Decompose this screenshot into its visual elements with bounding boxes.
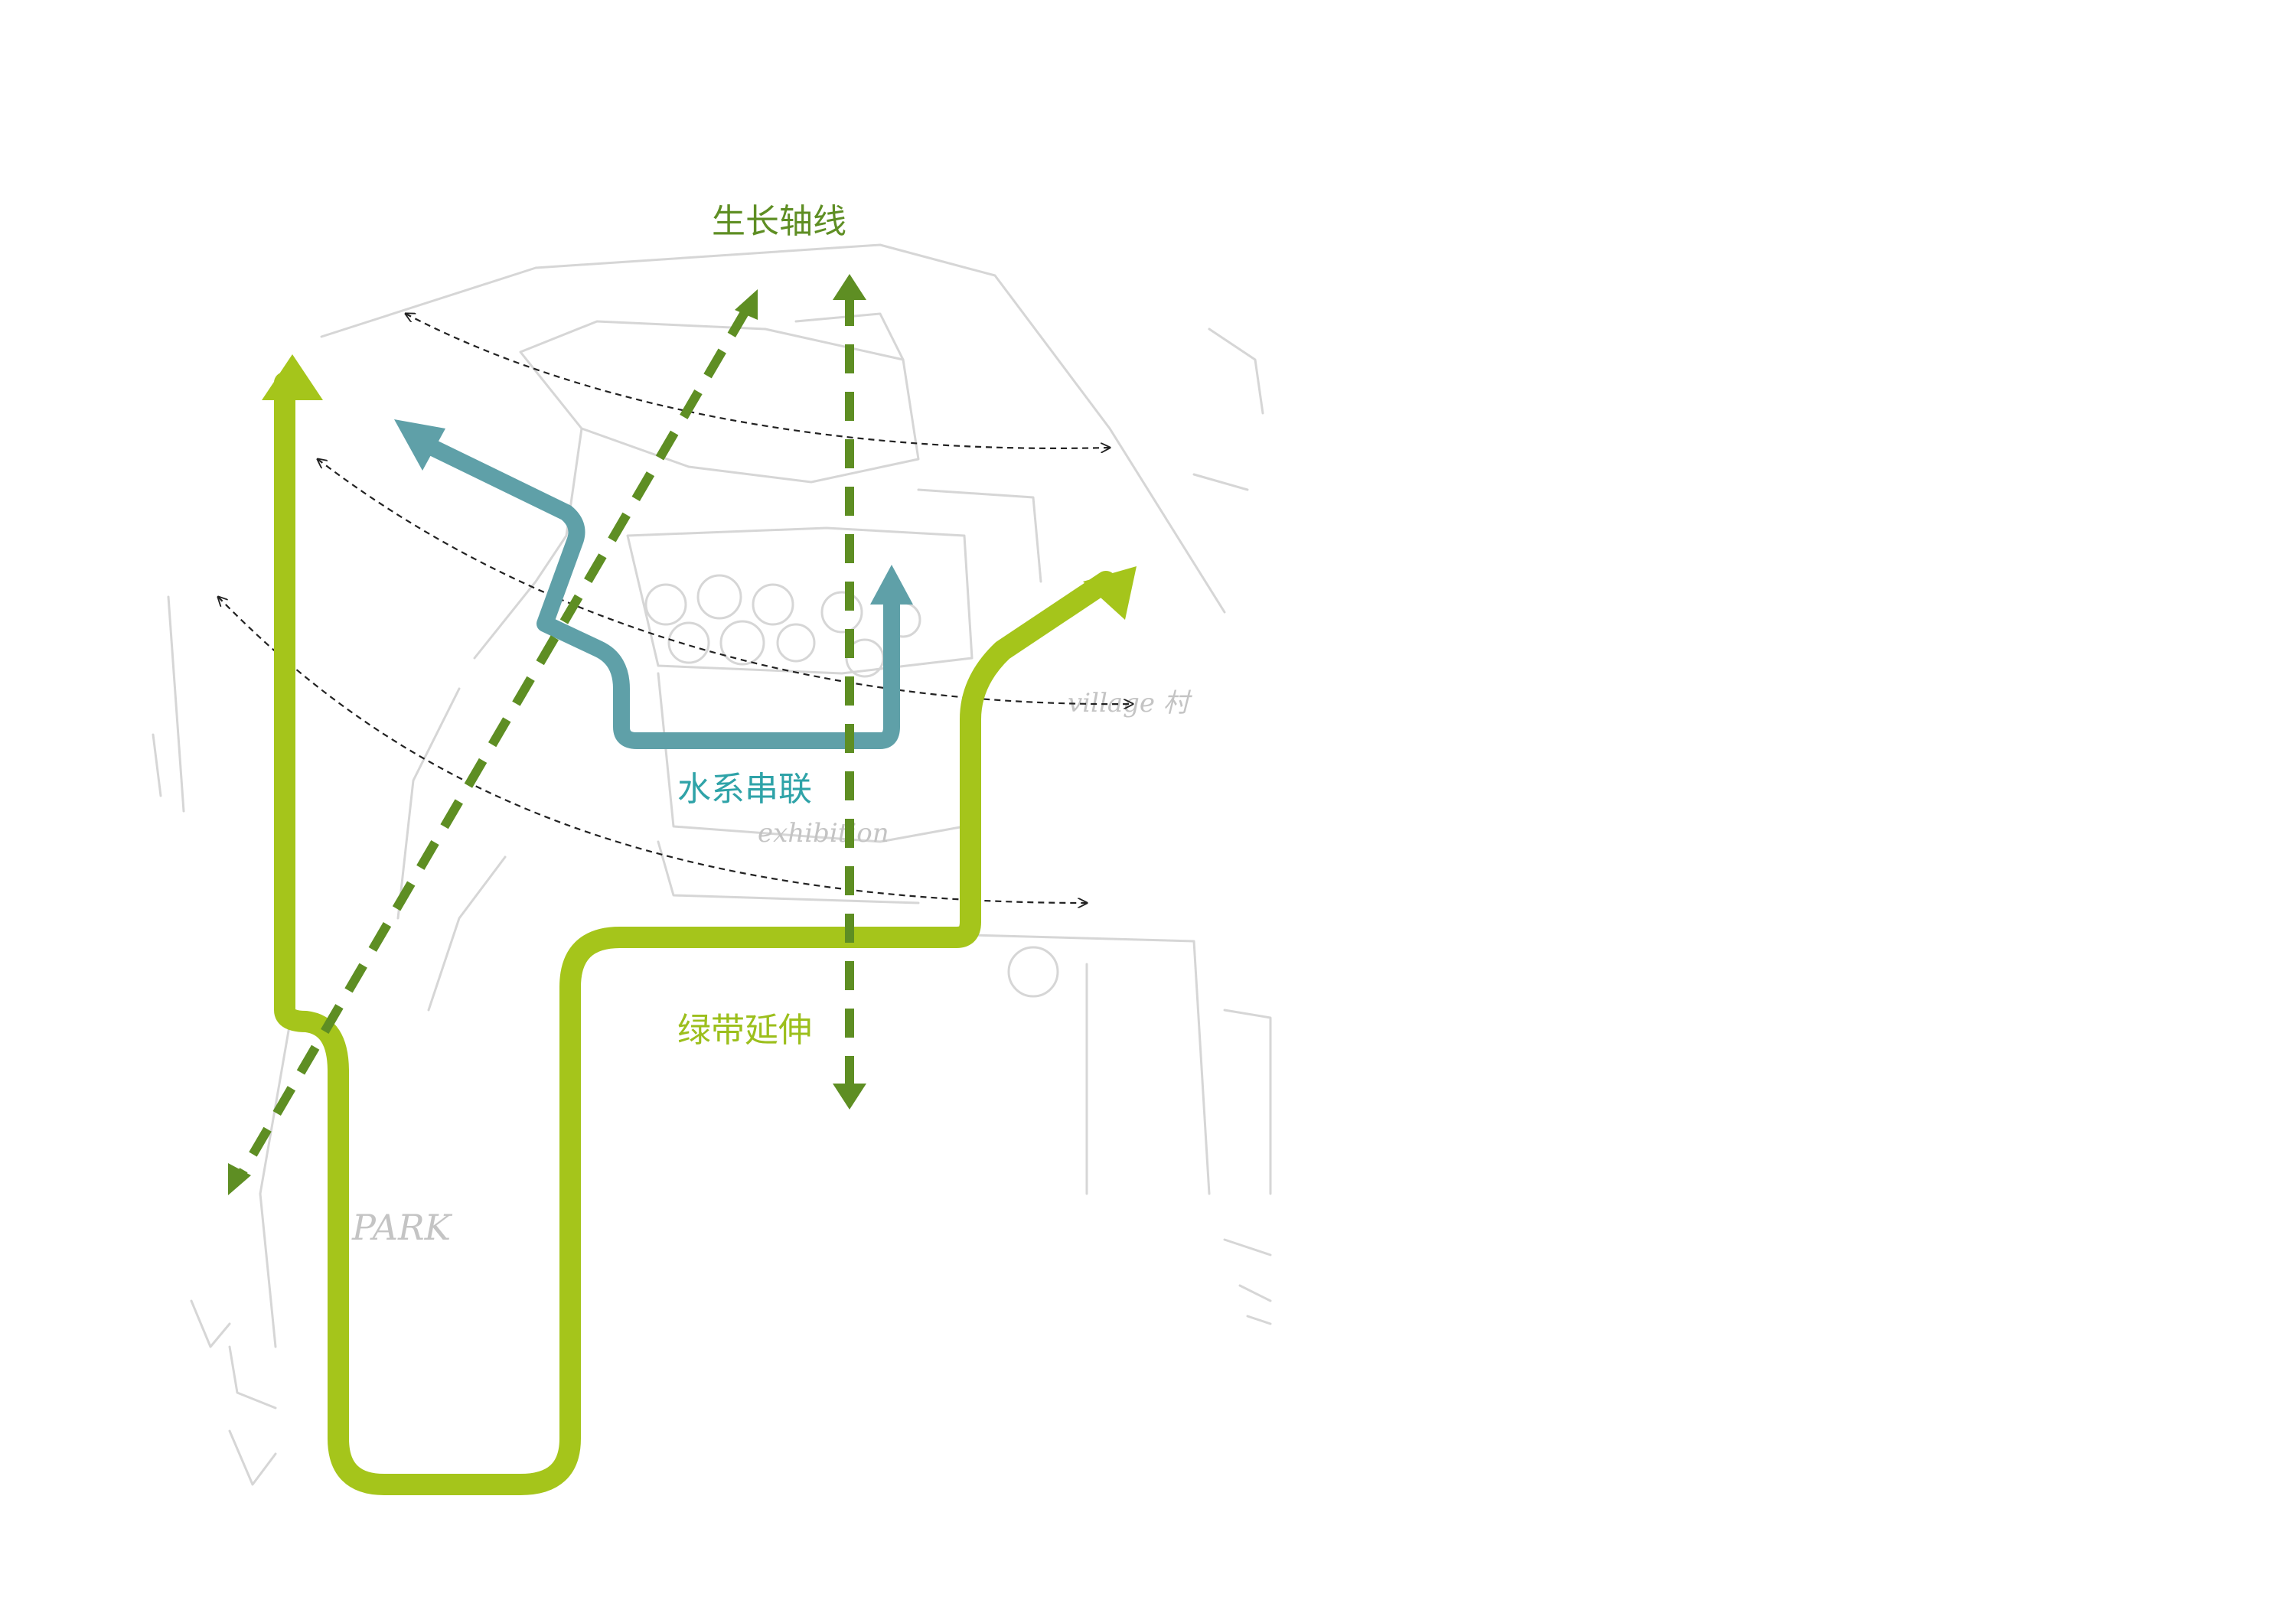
label-water-link: 水系串联 [677,770,812,809]
sketch-note-exhibition: exhibition [758,818,889,849]
background-sketch [152,243,1272,1486]
water-link-path [394,419,913,749]
label-growth-axis: 生长轴线 [712,202,846,241]
arrow-head-icon [735,289,758,320]
arrow-head-icon [1083,566,1137,620]
arrow-head-icon [262,354,323,400]
growth-axis-diagonal [236,307,751,1178]
flow-line-1 [406,314,1110,448]
label-green-belt: 绿带延伸 [677,1011,812,1050]
green-belt-path [262,354,1137,1495]
sketch-note-village: village 村 [1068,688,1193,719]
arrow-head-icon [833,1084,866,1110]
sketch-note-park: PARK [351,1207,453,1248]
flow-line-3 [218,597,1087,903]
arrow-head-icon [228,1163,251,1195]
arrow-head-icon [394,419,445,471]
green-belt-line [274,372,1117,1495]
growth-axis-arrows [228,274,866,1195]
water-link-line [416,435,900,749]
arrow-head-icon [870,565,913,605]
flow-lines [218,314,1133,903]
arrow-head-icon [833,274,866,300]
growth-axes [236,297,854,1178]
